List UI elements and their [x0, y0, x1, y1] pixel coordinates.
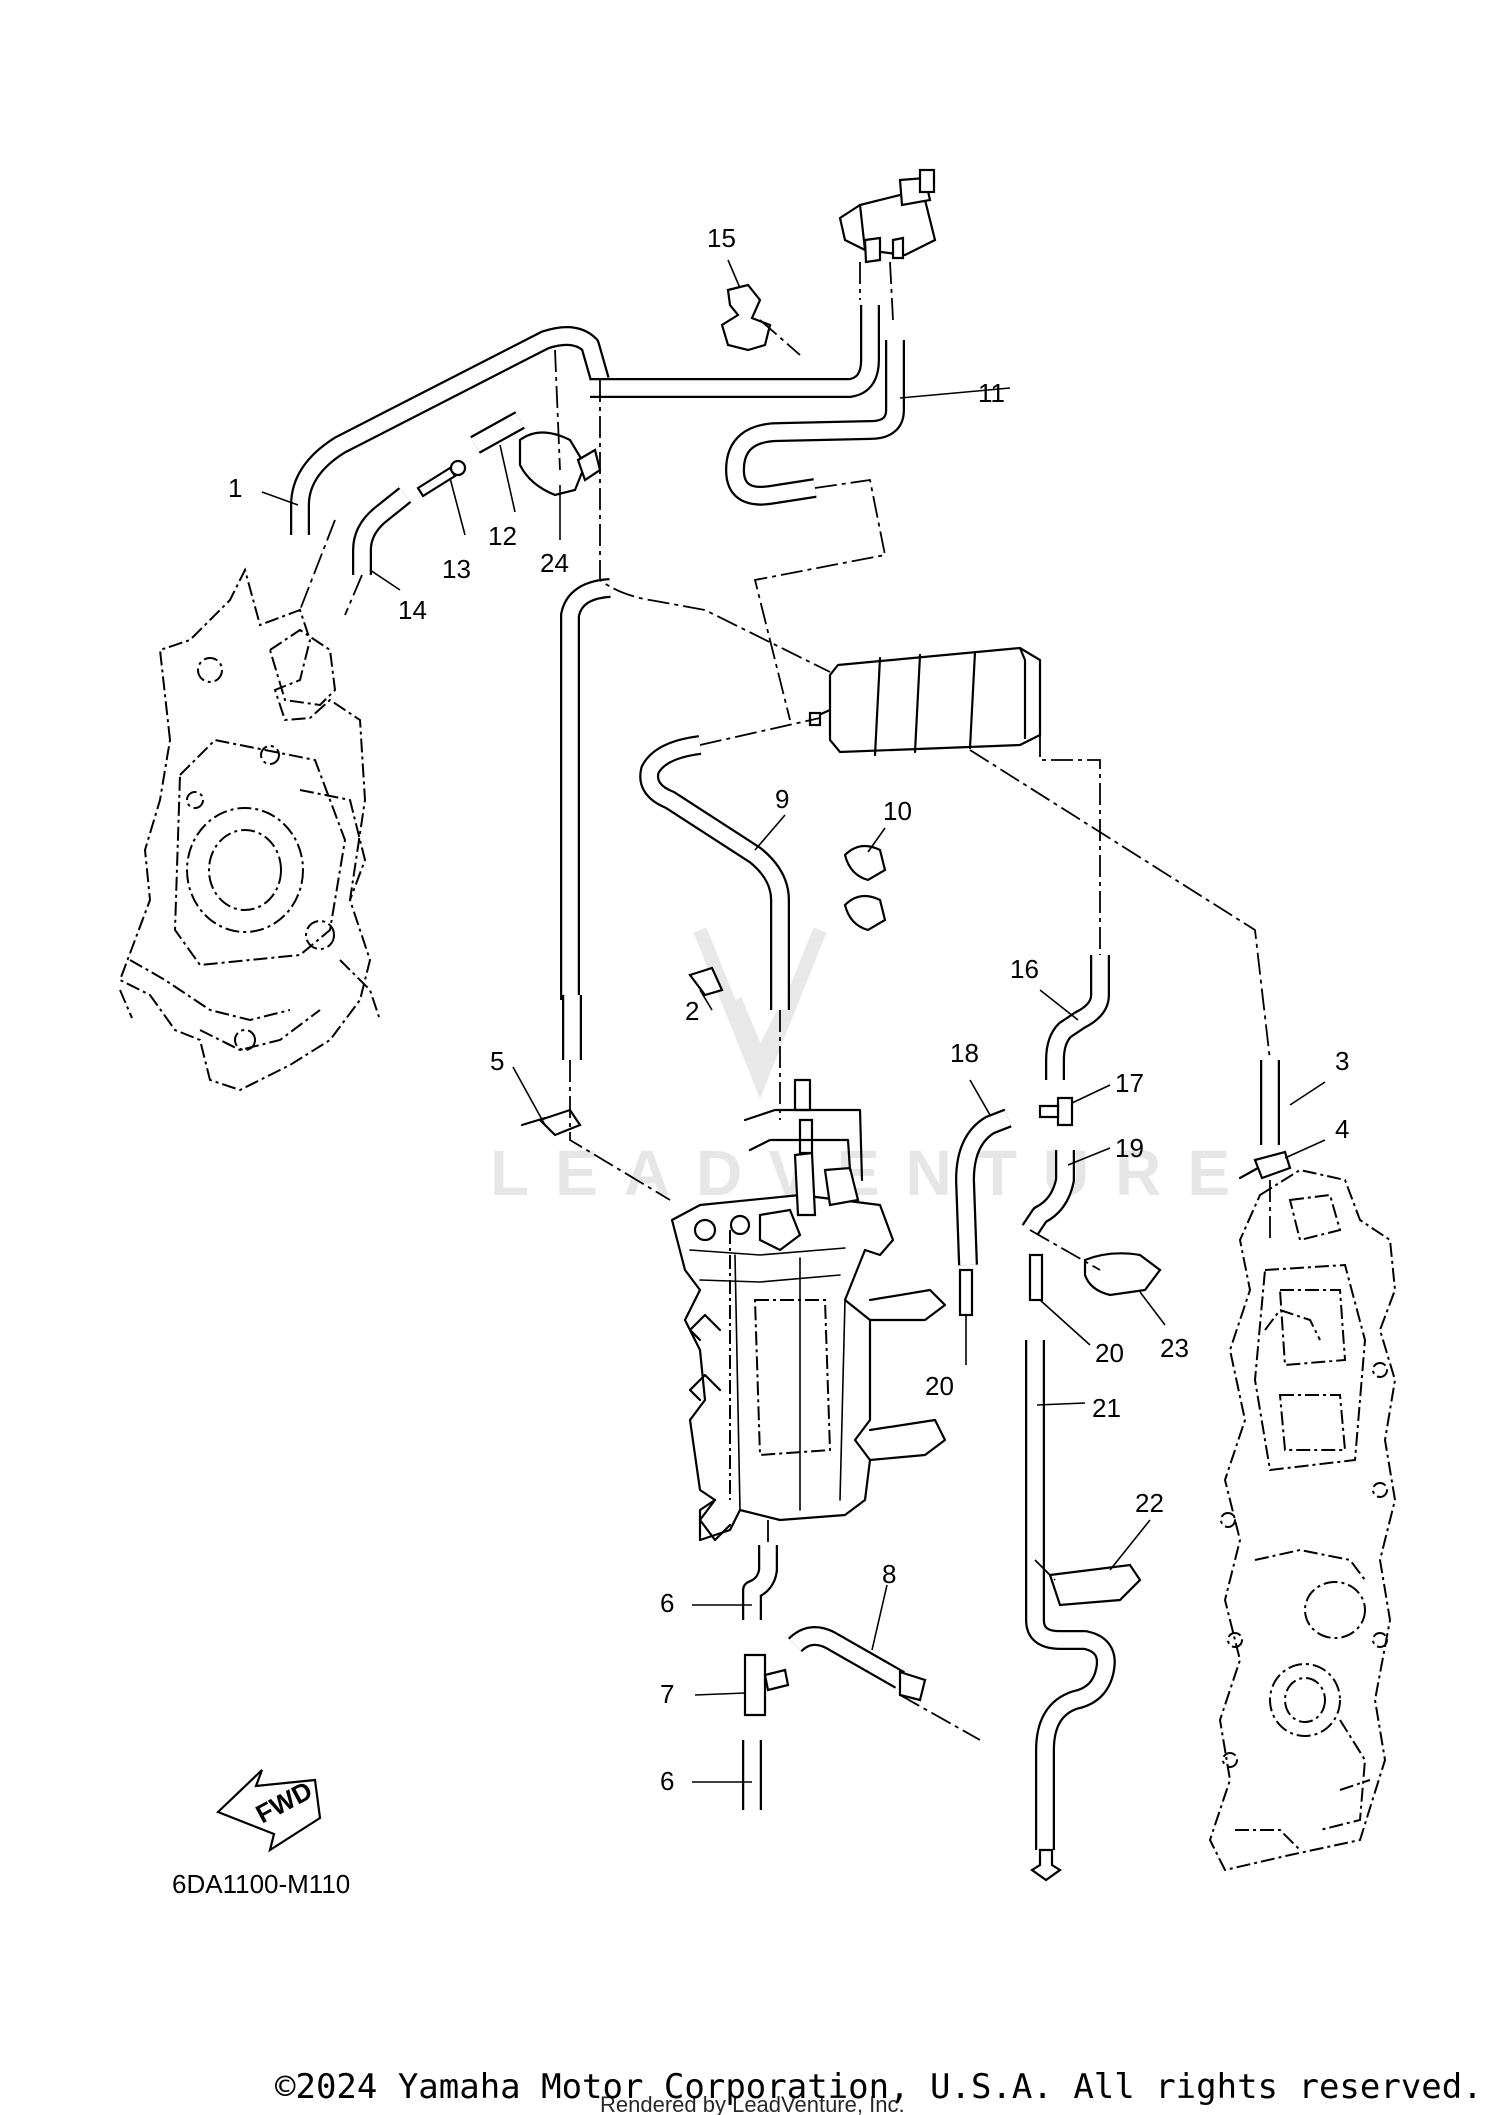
fwd-arrow-icon: FWD [215, 1769, 322, 1853]
watermark-logo [693, 927, 827, 1099]
part-label-23: 23 [1160, 1333, 1189, 1363]
part-label-3: 3 [1335, 1046, 1349, 1076]
part-label-19: 19 [1115, 1133, 1144, 1163]
copyright-text: ©2024 Yamaha Motor Corporation, U.S.A. A… [275, 2067, 1483, 2107]
part-label-4: 4 [1335, 1114, 1349, 1144]
part-label-14: 14 [398, 595, 427, 625]
part-label-2: 2 [685, 996, 699, 1026]
clamps-fittings [416, 283, 1292, 1882]
part-label-16: 16 [1010, 954, 1039, 984]
right-engine-housing [1208, 1168, 1397, 1872]
part-label-9: 9 [775, 784, 789, 814]
part-label-15: 15 [707, 223, 736, 253]
part-labels: 1 2 3 4 5 6 6 7 8 9 10 11 12 13 14 15 16… [228, 223, 1349, 1796]
part-label-8: 8 [882, 1559, 896, 1589]
vapor-separator-assembly [670, 1078, 947, 1542]
part-label-13: 13 [442, 554, 471, 584]
part-label-6b: 6 [660, 1766, 674, 1796]
part-label-7: 7 [660, 1679, 674, 1709]
leader-lines [261, 259, 1326, 1783]
purge-valve [838, 168, 937, 264]
part-label-10: 10 [883, 796, 912, 826]
charcoal-canister [808, 646, 1042, 757]
part-label-20a: 20 [925, 1371, 954, 1401]
part-label-21: 21 [1092, 1393, 1121, 1423]
part-label-6a: 6 [660, 1588, 674, 1618]
connection-lines [299, 261, 1271, 1741]
part-label-18: 18 [950, 1038, 979, 1068]
part-label-5: 5 [490, 1046, 504, 1076]
part-label-17: 17 [1115, 1068, 1144, 1098]
diagram-code: 6DA1100-M110 [172, 1869, 350, 1899]
hose-paths [290, 305, 1280, 1850]
rendered-by-text: Rendered by LeadVenture, Inc. [600, 2092, 905, 2115]
part-label-20b: 20 [1095, 1338, 1124, 1368]
left-engine-housing [118, 567, 381, 1092]
part-label-12: 12 [488, 521, 517, 551]
part-label-22: 22 [1135, 1488, 1164, 1518]
part-label-1: 1 [228, 473, 242, 503]
part-label-11: 11 [978, 378, 1005, 408]
part-label-24: 24 [540, 548, 569, 578]
